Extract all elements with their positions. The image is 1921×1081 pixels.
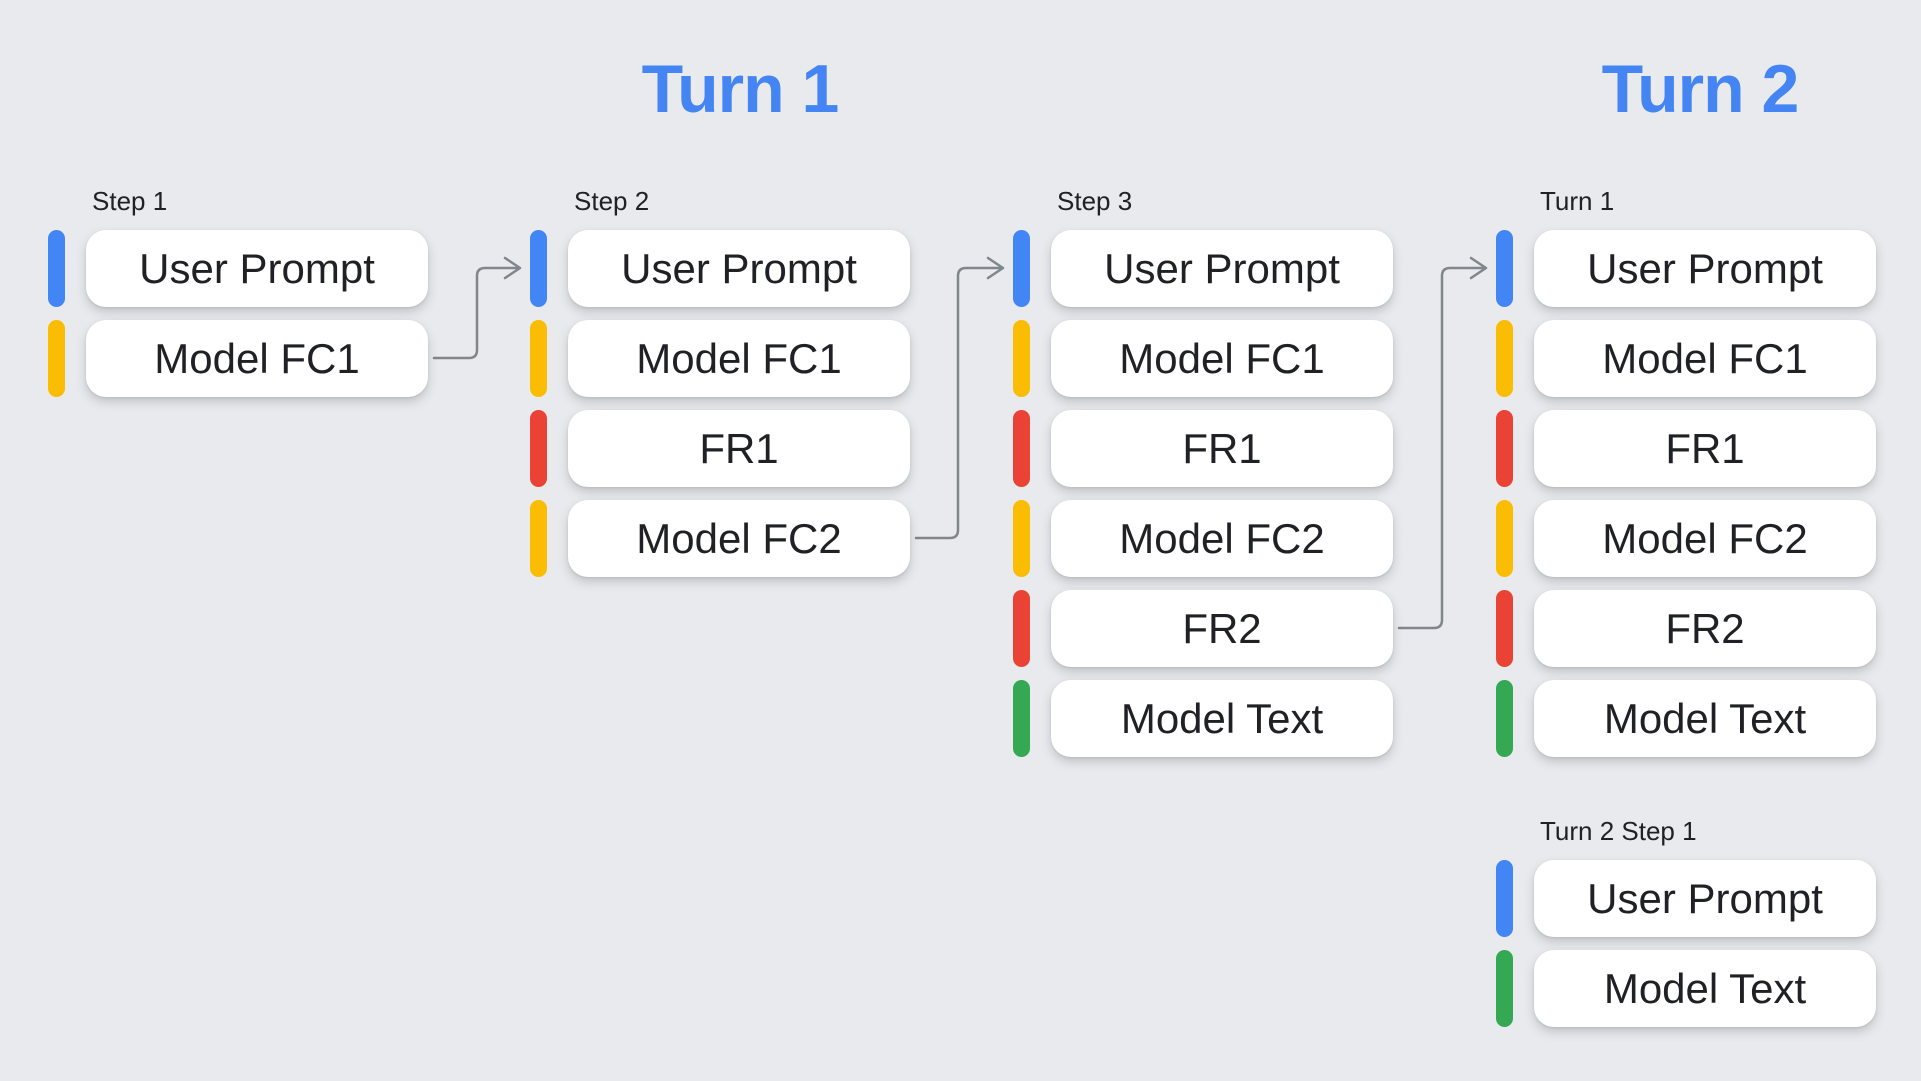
flow-box-label: Model Text xyxy=(1051,680,1393,757)
model-function-call-marker xyxy=(1496,500,1513,577)
flow-box-label: FR2 xyxy=(1534,590,1876,667)
column-label: Step 2 xyxy=(574,186,650,216)
flow-box-label: FR2 xyxy=(1051,590,1393,667)
flow-row-user-prompt: User Prompt xyxy=(1496,230,1876,307)
flow-box-label: FR1 xyxy=(1051,410,1393,487)
flow-row-model-text: Model Text xyxy=(1013,680,1393,757)
arrow-step3-to-turn1-head xyxy=(1469,256,1488,280)
column-label: Step 1 xyxy=(92,186,168,216)
column-label: Turn 2 Step 1 xyxy=(1540,816,1697,846)
flow-row-model-function-call: Model FC2 xyxy=(530,500,910,577)
flow-row-user-prompt: User Prompt xyxy=(48,230,428,307)
model-function-call-marker xyxy=(1013,500,1030,577)
flow-box-label: Model FC1 xyxy=(1534,320,1876,397)
flow-box-label: User Prompt xyxy=(86,230,428,307)
flow-box-label: FR1 xyxy=(568,410,910,487)
model-function-call-marker xyxy=(530,320,547,397)
function-response-marker xyxy=(1496,590,1513,667)
model-text-marker xyxy=(1496,950,1513,1027)
flow-row-function-response: FR2 xyxy=(1013,590,1393,667)
column-label: Turn 1 xyxy=(1540,186,1615,216)
model-text-marker xyxy=(1013,680,1030,757)
flow-box-label: Model FC2 xyxy=(1051,500,1393,577)
arrow-step2-to-step3-head xyxy=(986,256,1005,280)
flow-row-model-text: Model Text xyxy=(1496,950,1876,1027)
flow-row-model-text: Model Text xyxy=(1496,680,1876,757)
user-prompt-marker xyxy=(530,230,547,307)
flow-row-model-function-call: Model FC2 xyxy=(1013,500,1393,577)
function-response-marker xyxy=(1013,410,1030,487)
turn-2-title: Turn 2 xyxy=(1601,51,1800,127)
arrow-step1-to-step2 xyxy=(432,266,521,360)
flow-box-label: User Prompt xyxy=(1534,860,1876,937)
user-prompt-marker xyxy=(1496,230,1513,307)
flow-box-label: Model FC1 xyxy=(86,320,428,397)
flow-row-function-response: FR1 xyxy=(530,410,910,487)
arrow-step3-to-turn1 xyxy=(1397,266,1487,630)
flow-box-label: Model FC1 xyxy=(568,320,910,397)
turn-1-title: Turn 1 xyxy=(641,51,840,127)
model-function-call-marker xyxy=(1013,320,1030,397)
function-response-marker xyxy=(530,410,547,487)
arrow-step1-to-step2-head xyxy=(503,256,522,280)
flow-box-label: Model FC2 xyxy=(1534,500,1876,577)
user-prompt-marker xyxy=(1013,230,1030,307)
user-prompt-marker xyxy=(1496,860,1513,937)
user-prompt-marker xyxy=(48,230,65,307)
flow-box-label: FR1 xyxy=(1534,410,1876,487)
flow-box-label: User Prompt xyxy=(1534,230,1876,307)
function-response-marker xyxy=(1496,410,1513,487)
model-function-call-marker xyxy=(530,500,547,577)
model-function-call-marker xyxy=(48,320,65,397)
flow-box-label: User Prompt xyxy=(1051,230,1393,307)
flow-box-label: Model FC2 xyxy=(568,500,910,577)
flow-row-model-function-call: Model FC1 xyxy=(1496,320,1876,397)
column-label: Step 3 xyxy=(1057,186,1133,216)
flow-box-label: Model Text xyxy=(1534,950,1876,1027)
arrow-step2-to-step3 xyxy=(914,266,1004,540)
flow-row-user-prompt: User Prompt xyxy=(1013,230,1393,307)
flow-box-label: User Prompt xyxy=(568,230,910,307)
flow-row-model-function-call: Model FC1 xyxy=(530,320,910,397)
flow-row-function-response: FR1 xyxy=(1496,410,1876,487)
flow-row-user-prompt: User Prompt xyxy=(530,230,910,307)
model-text-marker xyxy=(1496,680,1513,757)
flow-row-model-function-call: Model FC2 xyxy=(1496,500,1876,577)
flow-row-model-function-call: Model FC1 xyxy=(48,320,428,397)
function-response-marker xyxy=(1013,590,1030,667)
model-function-call-marker xyxy=(1496,320,1513,397)
flow-row-function-response: FR1 xyxy=(1013,410,1393,487)
flow-row-model-function-call: Model FC1 xyxy=(1013,320,1393,397)
flow-box-label: Model FC1 xyxy=(1051,320,1393,397)
flow-box-label: Model Text xyxy=(1534,680,1876,757)
flow-row-function-response: FR2 xyxy=(1496,590,1876,667)
flow-row-user-prompt: User Prompt xyxy=(1496,860,1876,937)
